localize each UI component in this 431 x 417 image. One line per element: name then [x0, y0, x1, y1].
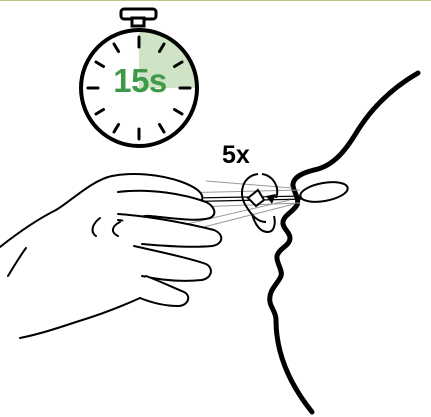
rotation-arrow-icon [242, 174, 277, 232]
timer-duration-label: 15s [108, 62, 172, 100]
face-profile-icon [270, 73, 418, 412]
hand-icon [0, 174, 221, 338]
rotation-count-label: 5x [222, 141, 250, 169]
